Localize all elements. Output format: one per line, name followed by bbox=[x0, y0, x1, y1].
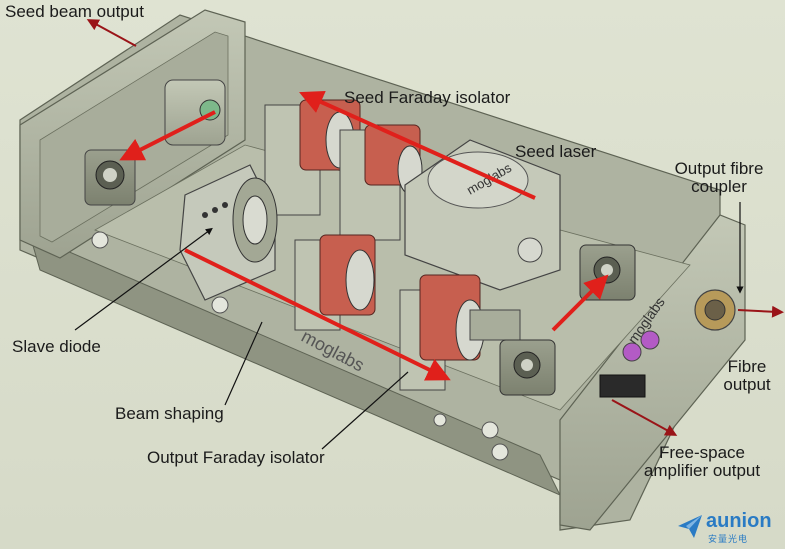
label-seed-laser: Seed laser bbox=[515, 142, 597, 161]
output-beam-arrow bbox=[184, 248, 451, 381]
label-slave-diode: Slave diode bbox=[12, 337, 101, 356]
seed-output-beam-arrow bbox=[119, 110, 216, 161]
beam-paths bbox=[119, 90, 609, 381]
output-turn-beam-arrow bbox=[551, 274, 609, 332]
seed-output-mirror-mount bbox=[84, 79, 226, 206]
label-output-fibre-coupler-line1: Output fibre bbox=[674, 159, 764, 178]
seed-laser: moglabs bbox=[404, 139, 561, 291]
leader-lines bbox=[74, 202, 744, 450]
company-name: aunion bbox=[706, 510, 772, 532]
label-free-space-line2: amplifier output bbox=[643, 461, 761, 480]
label-free-space-line1: Free-space bbox=[659, 443, 745, 462]
free-space-direction-arrow bbox=[611, 399, 678, 436]
label-beam-shaping: Beam shaping bbox=[115, 404, 224, 423]
label-output-faraday-isolator: Output Faraday isolator bbox=[147, 448, 325, 467]
beam-shaping-leader bbox=[224, 321, 263, 406]
label-output-fibre-coupler-line2: coupler bbox=[691, 177, 747, 196]
label-seed-beam-output: Seed beam output bbox=[5, 2, 144, 21]
company-logo: aunion 安量光电 bbox=[676, 508, 781, 544]
right-panel: moglabs bbox=[599, 289, 736, 398]
label-fibre-output-line2: output bbox=[723, 375, 771, 394]
paper-plane-icon bbox=[678, 515, 702, 538]
slave-diode bbox=[179, 164, 278, 301]
label-seed-faraday-isolator: Seed Faraday isolator bbox=[344, 88, 511, 107]
seed-output-direction-arrow bbox=[86, 19, 137, 47]
seed-beam-arrow bbox=[299, 90, 536, 200]
slave-diode-leader bbox=[74, 227, 213, 331]
fibre-output-direction-arrow bbox=[737, 305, 784, 318]
company-subtitle: 安量光电 bbox=[708, 534, 749, 544]
output-isolator-leader bbox=[321, 371, 409, 450]
output-direction-arrows bbox=[86, 19, 784, 436]
label-fibre-output-line1: Fibre bbox=[727, 357, 767, 376]
output-mirror-mounts bbox=[499, 244, 636, 396]
